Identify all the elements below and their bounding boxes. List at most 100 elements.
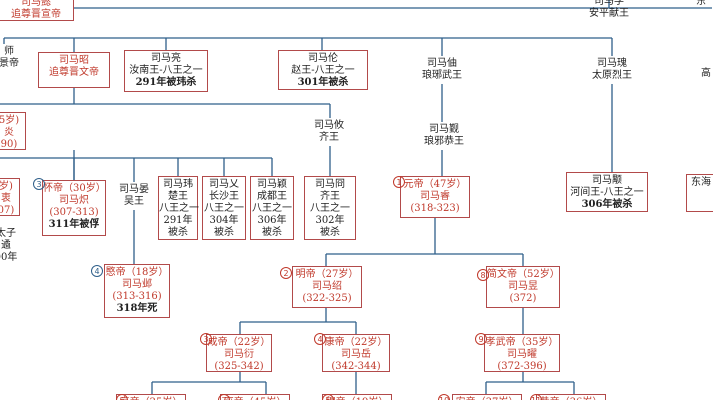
reign-order-badge: 6 bbox=[116, 394, 128, 400]
person-node-text: 5岁) bbox=[0, 115, 20, 126]
person-node-sima-zhao: 司马昭追尊晋文帝 bbox=[38, 52, 110, 88]
person-node-text: 八王之一 bbox=[204, 203, 244, 214]
person-node-edge-right-mid: 高 bbox=[696, 66, 713, 80]
person-node-text: 被杀 bbox=[320, 227, 340, 238]
person-node-text: 吴王 bbox=[124, 196, 144, 207]
person-node-sima-fu: 司马孚安平献王 bbox=[578, 0, 640, 22]
reign-order-badge: 3 bbox=[200, 333, 212, 345]
person-node-text: 司马昭 bbox=[59, 55, 89, 66]
person-node-text: 遹 bbox=[1, 240, 11, 251]
person-node-text: 司马懿 bbox=[21, 0, 51, 8]
person-node-text: 306年被杀 bbox=[581, 199, 633, 210]
person-node-text: 302年 bbox=[315, 215, 345, 226]
person-node-text: 司马衍 bbox=[224, 349, 254, 360]
person-node-text: 成都王 bbox=[257, 191, 287, 202]
person-node-text: (307-313) bbox=[49, 207, 99, 218]
person-node-text: (322-325) bbox=[302, 293, 352, 304]
person-node-text: 琅邪恭王 bbox=[424, 136, 464, 147]
person-node-text: 简文帝（52岁） bbox=[487, 269, 560, 280]
person-node-text: 301年被杀 bbox=[297, 77, 349, 88]
person-node-edge-right-top: 东 bbox=[686, 0, 713, 8]
person-node-text: 被杀 bbox=[168, 227, 188, 238]
person-node-text: 司马伷 bbox=[427, 58, 457, 69]
person-node-text: 被杀 bbox=[214, 227, 234, 238]
person-node-text: 东 bbox=[696, 0, 706, 7]
person-node-text: 07) bbox=[0, 205, 15, 216]
person-node-text: 291年被玮杀 bbox=[135, 77, 197, 88]
person-node-text: 被杀 bbox=[262, 227, 282, 238]
person-node-text: (372-396) bbox=[497, 361, 547, 372]
person-node-text: 东海 bbox=[691, 177, 711, 188]
person-node-text: 师 bbox=[4, 46, 14, 57]
person-node-cut-b: 废帝（45岁） bbox=[220, 394, 290, 400]
person-node-text: (372) bbox=[509, 293, 537, 304]
person-node-edge-left-c: 太子遹00年 bbox=[0, 226, 18, 266]
person-node-sima-zhou: 司马伷琅琊武王 bbox=[412, 56, 472, 84]
person-node-text: 司马晏 bbox=[119, 184, 149, 195]
person-node-text: 司马绍 bbox=[312, 281, 342, 292]
person-node-text: 景帝 bbox=[0, 58, 19, 69]
person-node-text: 司马攸 bbox=[314, 120, 344, 131]
person-node-text: 康帝（22岁） bbox=[324, 337, 388, 348]
person-node-text: 00年 bbox=[0, 252, 18, 263]
person-node-text: 楚王 bbox=[168, 191, 188, 202]
person-node-sima-shi: 师景帝 bbox=[0, 44, 22, 72]
reign-order-badge: 4 bbox=[91, 265, 103, 277]
person-node-text: 司马玮 bbox=[163, 179, 193, 190]
person-node-text: 哀帝（25岁） bbox=[117, 397, 185, 400]
person-node-text: 八王之一 bbox=[252, 203, 292, 214]
reign-order-badge: 11 bbox=[530, 394, 542, 400]
person-node-chengdi: 成帝（22岁）司马衍(325-342) bbox=[206, 334, 272, 372]
person-node-huaidi: 怀帝（30岁）司马炽(307-313)311年被俘 bbox=[42, 180, 106, 236]
person-node-sima-you: 司马攸齐王 bbox=[308, 118, 350, 146]
person-node-text: 318年死 bbox=[116, 303, 158, 314]
reign-order-badge: 3 bbox=[33, 178, 45, 190]
person-node-cut-e: 恭帝（36岁） bbox=[536, 394, 606, 400]
person-node-text: 司马睿 bbox=[420, 191, 450, 202]
person-node-text: 306年 bbox=[257, 215, 287, 226]
person-node-text: 311年被俘 bbox=[48, 219, 100, 230]
person-node-jianwendi: 简文帝（52岁）司马昱(372) bbox=[486, 266, 560, 308]
person-node-text: 愍帝（18岁） bbox=[105, 267, 169, 278]
person-node-xiaowudi: 孝武帝（35岁）司马曜(372-396) bbox=[484, 334, 560, 372]
person-node-sima-gui: 司马瑰太原烈王 bbox=[584, 56, 640, 84]
person-node-text: 元帝（47岁） bbox=[403, 179, 467, 190]
person-node-text: 废帝（45岁） bbox=[221, 397, 289, 400]
person-node-text: 孝武帝（35岁） bbox=[485, 337, 559, 348]
person-node-text: 怀帝（30岁） bbox=[43, 183, 106, 194]
reign-order-badge: 7 bbox=[218, 394, 230, 400]
person-node-text: 司马炽 bbox=[59, 195, 89, 206]
reign-order-badge: 10 bbox=[438, 394, 450, 400]
person-node-text: 琅琊武王 bbox=[422, 70, 462, 81]
person-node-text: 追尊晋宣帝 bbox=[11, 9, 61, 20]
person-node-text: 齐王 bbox=[319, 132, 339, 143]
person-node-text: 八王之一 bbox=[310, 203, 350, 214]
person-node-text: 太子 bbox=[0, 228, 16, 239]
person-node-text: 齐王 bbox=[320, 191, 340, 202]
reign-order-badge: 2 bbox=[280, 267, 292, 279]
person-node-text: 赵王-八王之一 bbox=[291, 65, 355, 76]
person-node-text: 司马孚 bbox=[594, 0, 624, 7]
person-node-text: 司马曜 bbox=[507, 349, 537, 360]
person-node-text: 明帝（27岁） bbox=[295, 269, 359, 280]
person-node-text: 高 bbox=[701, 68, 711, 79]
person-node-text: 司马昱 bbox=[508, 281, 538, 292]
person-node-text: 司马岳 bbox=[341, 349, 371, 360]
person-node-cut-d: 安帝（37岁） bbox=[452, 394, 522, 400]
person-node-text: 穆帝（19岁） bbox=[323, 397, 391, 400]
person-node-text: (313-316) bbox=[112, 291, 162, 302]
person-node-text: 司马瑰 bbox=[597, 58, 627, 69]
person-node-mindi: 愍帝（18岁）司马邺(313-316)318年死 bbox=[104, 264, 170, 318]
person-node-text: 安帝（37岁） bbox=[453, 397, 521, 400]
reign-order-badge: 4 bbox=[314, 333, 326, 345]
